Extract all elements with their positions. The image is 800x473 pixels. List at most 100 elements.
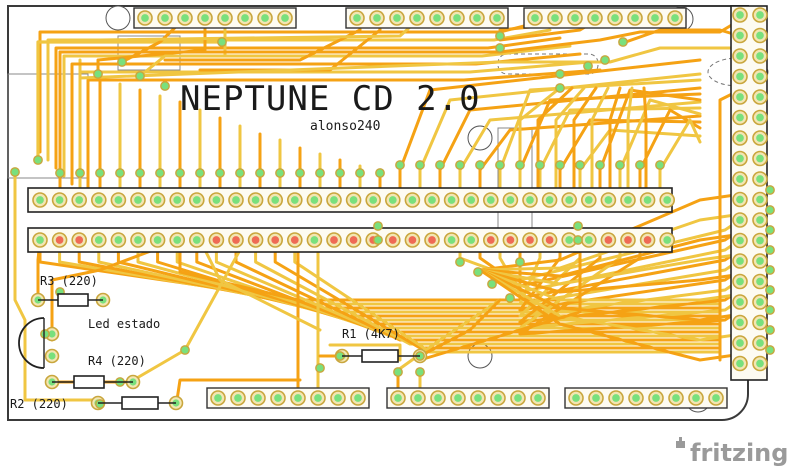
pin-hole	[565, 196, 574, 204]
via	[40, 329, 50, 339]
led-body	[18, 317, 45, 369]
pin-hole	[652, 394, 660, 402]
pin-hole	[526, 196, 534, 204]
copper-trace	[518, 86, 562, 202]
copper-trace	[198, 238, 322, 332]
copper-trace	[328, 343, 402, 362]
via	[95, 399, 105, 409]
resistor-body	[121, 396, 159, 410]
pin-hole	[232, 236, 240, 244]
via	[495, 31, 505, 41]
pin-hole	[493, 14, 501, 22]
pin-hole	[612, 394, 620, 402]
pin-hole	[94, 196, 103, 204]
pin-hole	[756, 31, 764, 40]
pin-hole	[584, 196, 593, 204]
pin-hole	[192, 196, 201, 204]
pin-hole	[736, 359, 744, 368]
via	[217, 37, 227, 47]
board-title: NEPTUNE CD 2.0	[180, 79, 481, 119]
pin-hole	[141, 14, 149, 22]
via	[765, 245, 775, 255]
via	[655, 160, 665, 170]
via	[515, 160, 525, 170]
label-r3: R3 (220)	[40, 274, 98, 288]
pin-hole	[756, 195, 764, 204]
pin-hole	[591, 14, 599, 22]
copper-trace	[86, 68, 602, 202]
pin-hole	[173, 196, 182, 204]
header-body	[386, 387, 550, 409]
pin-hole	[134, 236, 142, 244]
via	[135, 71, 145, 81]
pin-hole	[433, 14, 441, 22]
copper-trace	[608, 86, 622, 202]
pin-hole	[571, 14, 579, 22]
pin-hole	[114, 236, 123, 244]
via	[573, 235, 583, 245]
pin-hole	[232, 196, 240, 204]
pin-hole	[212, 196, 221, 204]
pin-hole	[48, 352, 56, 360]
pin-hole	[651, 14, 659, 22]
via	[95, 168, 105, 178]
pin-hole	[671, 14, 679, 22]
fritzing-logo-icon	[676, 437, 685, 448]
via	[765, 305, 775, 315]
copper-trace	[46, 28, 552, 162]
pin-hole	[756, 318, 764, 327]
copper-trace	[50, 238, 182, 342]
via	[765, 325, 775, 335]
via	[765, 205, 775, 215]
pin-hole	[353, 14, 361, 22]
pin-hole	[756, 113, 764, 122]
board-author: alonso240	[310, 119, 380, 134]
resistor-body	[73, 375, 105, 389]
via	[235, 168, 245, 178]
pin-hole	[756, 339, 764, 347]
via	[535, 160, 545, 170]
pin-hole	[413, 14, 421, 22]
pin-hole	[756, 175, 764, 183]
pin-hole	[394, 394, 402, 402]
copper-trace	[418, 298, 502, 358]
via	[393, 367, 403, 377]
via	[765, 265, 775, 275]
copper-trace	[13, 170, 97, 402]
pin-hole	[736, 257, 744, 265]
pin-hole	[692, 394, 700, 402]
mounting-hole	[105, 5, 131, 31]
via	[473, 267, 483, 277]
copper-trace	[572, 86, 598, 202]
pin-hole	[349, 236, 358, 244]
via	[155, 168, 165, 178]
copper-trace	[478, 114, 702, 202]
pin-hole	[153, 196, 162, 204]
via	[295, 168, 305, 178]
pin-hole	[663, 236, 672, 244]
via	[575, 160, 585, 170]
pin-hole	[181, 14, 189, 22]
pin-hole	[631, 14, 639, 22]
copper-trace	[658, 118, 702, 202]
header-body	[206, 387, 370, 409]
pin-hole	[672, 394, 680, 402]
via	[315, 168, 325, 178]
copper-trace	[598, 88, 702, 202]
pin-hole	[736, 113, 744, 122]
pin-hole	[75, 236, 84, 244]
via	[115, 168, 125, 178]
pin-hole	[756, 257, 764, 265]
via	[475, 160, 485, 170]
via	[495, 160, 505, 170]
copper-trace	[175, 378, 302, 402]
via	[135, 168, 145, 178]
pin-hole	[48, 330, 56, 338]
pin-hole	[75, 196, 84, 204]
pin-hole	[756, 298, 764, 306]
pin-hole	[274, 394, 282, 402]
via	[555, 83, 565, 93]
copper-trace	[78, 46, 742, 80]
via	[765, 225, 775, 235]
